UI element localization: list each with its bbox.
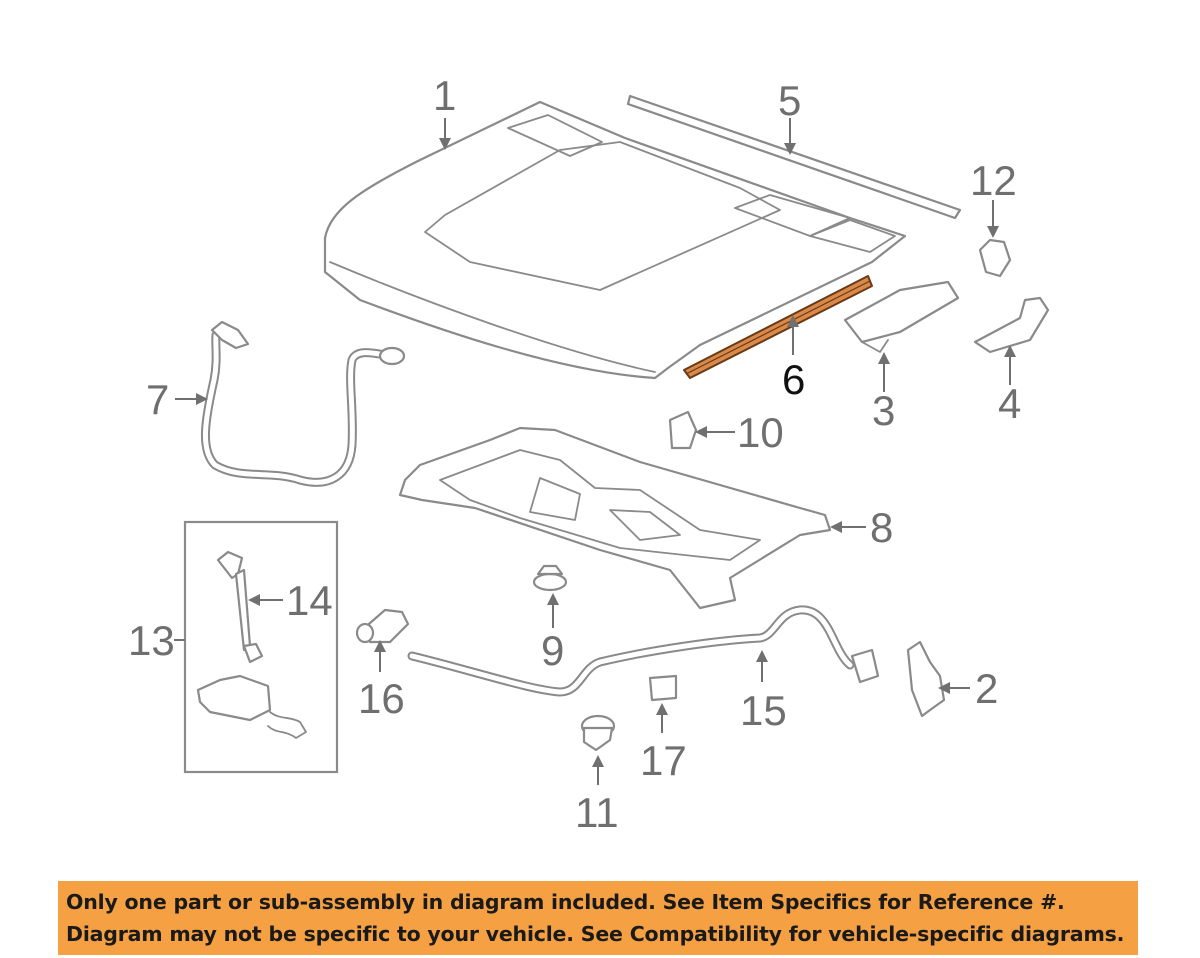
ground-strap-cable [201, 320, 406, 487]
latch-assembly-box [183, 520, 339, 774]
callout-9: 9 [541, 627, 564, 674]
hood-bumper-12 [978, 238, 1012, 278]
hood-panel [323, 100, 907, 380]
callout-17: 17 [640, 737, 687, 784]
disclaimer-banner: Only one part or sub-assembly in diagram… [58, 881, 1138, 955]
callout-11: 11 [575, 789, 619, 836]
callout-12: 12 [970, 157, 1017, 204]
leader-lines [174, 118, 1016, 785]
hood-rear-seal-highlighted [683, 275, 873, 379]
callout-16: 16 [358, 675, 405, 722]
callout-13: 13 [128, 617, 175, 664]
hood-clip-10 [668, 410, 698, 450]
bumper-11 [580, 714, 616, 752]
callout-1: 1 [433, 72, 456, 119]
callout-14: 14 [286, 577, 333, 624]
disclaimer-line-1: Only one part or sub-assembly in diagram… [66, 890, 1065, 914]
callout-5: 5 [778, 77, 801, 124]
callout-8: 8 [870, 504, 893, 551]
clip-17 [648, 674, 678, 702]
parts-diagram: 1 2 3 4 5 6 7 8 9 10 11 12 13 14 15 16 1… [128, 72, 1050, 836]
callout-labels: 1 2 3 4 5 6 7 8 9 10 11 12 13 14 15 16 1… [128, 72, 1021, 836]
callout-2: 2 [975, 665, 998, 712]
prop-bracket-2 [906, 640, 946, 718]
hood-bracket-4 [973, 296, 1050, 354]
callout-4: 4 [998, 380, 1021, 427]
release-cable-15 [407, 605, 880, 697]
disclaimer-line-2: Diagram may not be specific to your vehi… [66, 922, 1125, 946]
hood-bracket-3 [843, 280, 960, 353]
callout-15: 15 [740, 687, 787, 734]
hood-weatherstrip [626, 94, 962, 220]
hood-insulator [398, 426, 832, 610]
retainer-9 [532, 564, 568, 592]
release-handle-16 [355, 608, 410, 644]
callout-3: 3 [872, 387, 895, 434]
callout-10: 10 [737, 409, 784, 456]
callout-6: 6 [782, 356, 805, 403]
callout-7: 7 [146, 376, 169, 423]
